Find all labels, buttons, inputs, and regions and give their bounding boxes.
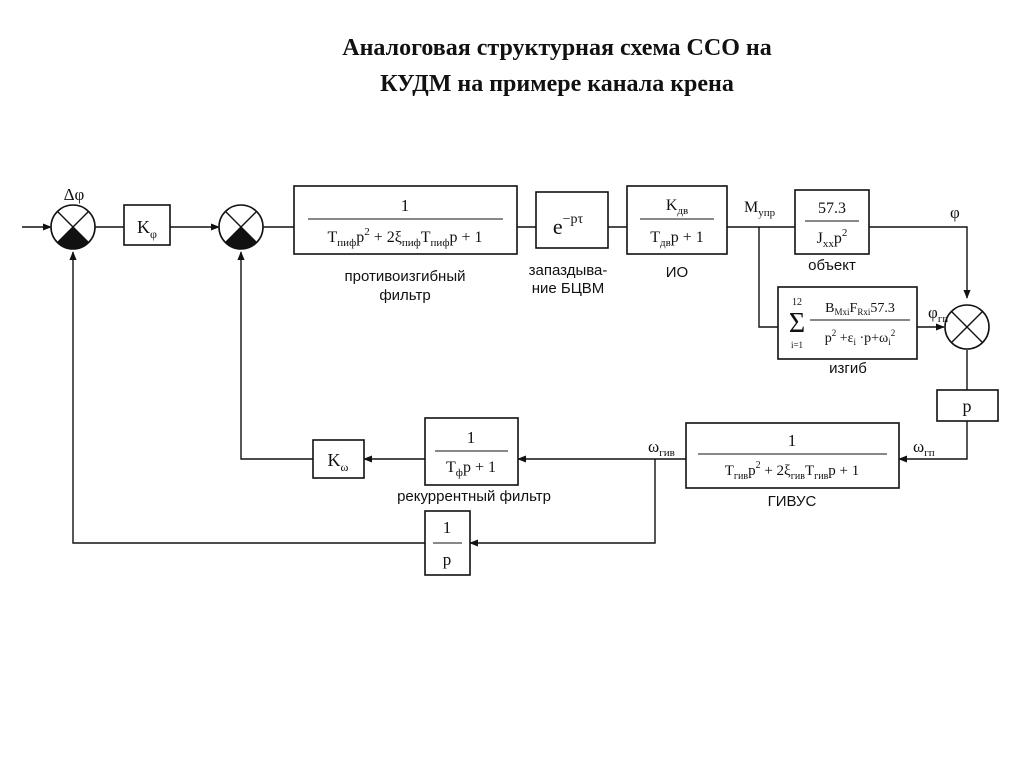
actuator-block: Kдв Tдвp + 1 ИО (626, 185, 728, 281)
object-caption: объект (808, 257, 856, 274)
svg-text:Σ: Σ (789, 308, 805, 339)
givus-block: 1 Tгивp2 + 2ξгивTгивp + 1 ГИВУС (685, 422, 900, 510)
signal-labels: Δφ Mупр φ φгп ωгп ωгив (64, 185, 960, 459)
m-upr-label: Mупр (744, 199, 776, 219)
delay-caption-1: запаздыва- (529, 262, 608, 279)
delta-phi-label: Δφ (64, 185, 85, 204)
recurrent-caption: рекуррентный фильтр (397, 488, 551, 505)
svg-text:Kдв: Kдв (666, 197, 688, 217)
omega-giv-label: ωгив (648, 437, 675, 459)
line-p-givus (898, 421, 968, 463)
svg-text:p2 +εi ·p+ωi2: p2 +εi ·p+ωi2 (825, 328, 896, 347)
connections (22, 223, 971, 547)
p-block: p (936, 389, 999, 422)
bending-caption: изгиб (829, 360, 867, 377)
summing-junction-1 (50, 204, 96, 250)
svg-text:Tфp + 1: Tфp + 1 (446, 459, 496, 479)
svg-text:1: 1 (443, 518, 452, 537)
pif-caption-2: фильтр (379, 287, 430, 304)
delay-caption-2: ние БЦВМ (532, 280, 605, 297)
svg-text:Kφ: Kφ (137, 217, 157, 241)
svg-text:p: p (963, 396, 972, 416)
omega-gp-label: ωгп (913, 437, 935, 459)
title-line-2: КУДМ на примере канала крена (380, 71, 734, 97)
phi-label: φ (950, 203, 960, 222)
phi-gp-label: φгп (928, 303, 948, 325)
summing-junction-2 (218, 204, 264, 250)
line-branch-bend (758, 227, 778, 328)
svg-text:12: 12 (792, 297, 802, 308)
svg-text:Tгивp2 + 2ξгивTгивp + 1: Tгивp2 + 2ξгивTгивp + 1 (725, 460, 860, 482)
svg-text:1: 1 (467, 428, 476, 447)
k-phi-block: Kφ (123, 204, 171, 246)
delay-block: e−pτ запаздыва- ние БЦВМ (529, 191, 609, 297)
k-omega-block: Kω (312, 439, 365, 479)
svg-text:i=1: i=1 (791, 340, 803, 350)
summing-junction-3 (944, 304, 990, 350)
givus-caption: ГИВУС (768, 493, 817, 510)
line-obj-sum3 (869, 226, 971, 299)
bending-block: 12 Σ i=1 BMxiFRxi57.3 p2 +εi ·p+ωi2 изги… (777, 286, 918, 377)
pif-denominator: Tпифp2 + 2ξпифTпифp + 1 (328, 226, 483, 249)
svg-text:p: p (443, 550, 452, 569)
io-caption: ИО (666, 264, 688, 281)
slide-title: Аналоговая структурная схема ССО на КУДМ… (0, 30, 1024, 102)
object-block: 57.3 Jxxp2 объект (794, 189, 870, 274)
line-integ-sum1 (69, 251, 425, 544)
pif-numerator: 1 (401, 196, 410, 215)
pif-caption-1: противоизгибный (344, 268, 465, 285)
svg-text:BMxiFRxi57.3: BMxiFRxi57.3 (825, 301, 895, 317)
svg-text:1: 1 (788, 431, 797, 450)
title-line-1: Аналоговая структурная схема ССО на (342, 35, 772, 61)
svg-text:57.3: 57.3 (818, 200, 846, 217)
svg-text:e−pτ: e−pτ (553, 212, 584, 239)
svg-text:Kω: Kω (328, 450, 349, 474)
svg-text:Tдвp + 1: Tдвp + 1 (650, 229, 704, 249)
line-branch-integ (469, 459, 656, 547)
svg-text:Jxxp2: Jxxp2 (817, 227, 848, 250)
line-komega-sum2 (237, 251, 313, 460)
anti-bending-filter-block: 1 Tпифp2 + 2ξпифTпифp + 1 противоизгибны… (293, 185, 518, 304)
integrator-block: 1 p (424, 510, 471, 576)
recurrent-filter-block: 1 Tфp + 1 рекуррентный фильтр (397, 417, 551, 505)
